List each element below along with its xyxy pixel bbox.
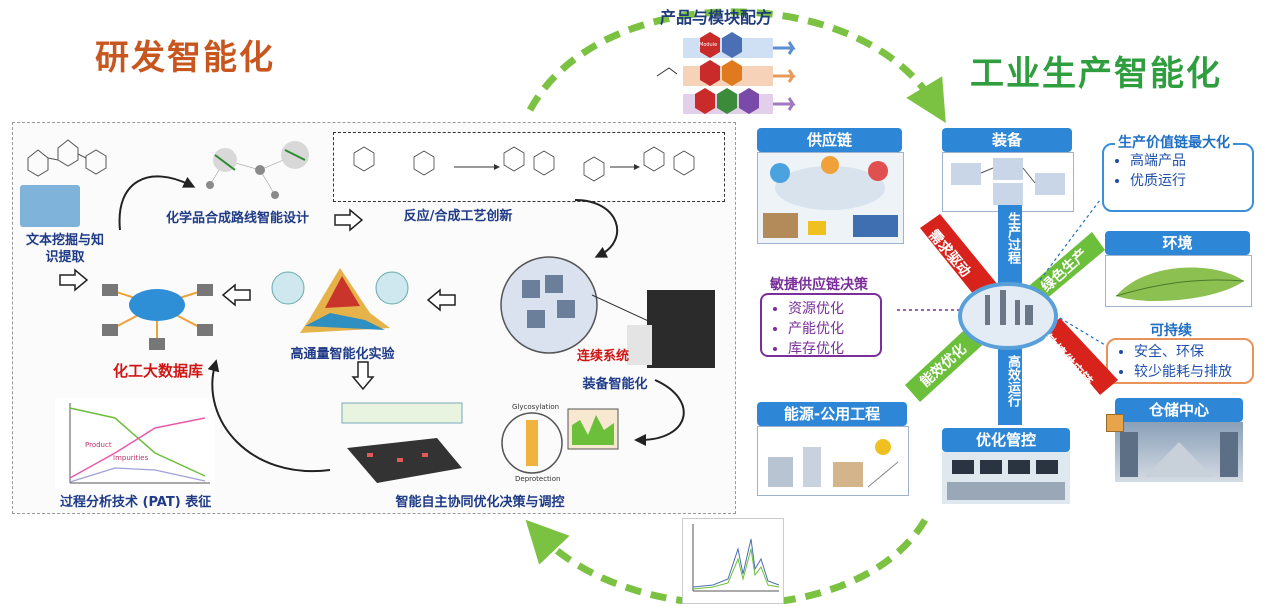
pat-chart-image: Product Impurities [55, 398, 215, 490]
bottom-cycle-arrow [525, 518, 929, 604]
spoke-process [998, 205, 1022, 285]
rd-title: 研发智能化 [95, 38, 275, 78]
control-room-image [942, 452, 1070, 504]
control-header: 优化管控 [942, 428, 1070, 452]
environment-header: 环境 [1105, 231, 1250, 255]
spoke-green [1030, 232, 1105, 300]
industry-title: 工业生产智能化 [970, 54, 1222, 94]
route-network-image [195, 130, 330, 205]
spoke-efficient [998, 345, 1022, 425]
product-module-label: 产品与模块配方 [660, 8, 773, 27]
equipment-image [942, 152, 1074, 212]
spectrum-chart-image [682, 518, 784, 604]
reaction-scheme-image [333, 132, 725, 202]
agile-box: 资源优化 产能优化 库存优化 [760, 293, 882, 357]
surface-plot-image [270, 258, 410, 338]
equipment-header: 装备 [942, 128, 1072, 152]
rd-flow-arrows [59, 175, 685, 473]
text-mining-caption: 文本挖掘与知识提取 [25, 233, 104, 265]
high-throughput-caption: 高通量智能化实验 [290, 347, 395, 362]
sustainable-list: 安全、环保 较少能耗与排放 [1108, 342, 1252, 382]
energy-header: 能源-公用工程 [757, 402, 907, 426]
spoke-energy [905, 320, 990, 402]
sustainable-item: 较少能耗与排放 [1134, 362, 1252, 382]
glycosylation-image: Glycosylation Deprotection [470, 395, 620, 485]
agile-title: 敏捷供应链决策 [770, 277, 868, 293]
reaction-innovation-caption: 反应/合成工艺创新 [403, 209, 513, 224]
autonomous-caption: 智能自主协同优化决策与调控 [395, 495, 565, 510]
pat-caption: 过程分析技术 (PAT) 表征 [60, 495, 212, 510]
environment-leaf-image [1105, 255, 1252, 307]
supply-chain-header: 供应链 [757, 128, 902, 152]
continuous-system-image [497, 255, 719, 370]
module-formula-image: Module [655, 30, 796, 125]
spoke-efficient-label: 高效运行 [1005, 355, 1020, 407]
warehouse-image [1115, 422, 1243, 482]
database-image [95, 270, 220, 352]
module-tag: Module [699, 42, 718, 48]
agile-item: 资源优化 [788, 299, 880, 319]
sustainable-item: 安全、环保 [1134, 342, 1252, 362]
value-chain-title: 生产价值链最大化 [1115, 132, 1233, 152]
autonomous-flow-image [337, 398, 467, 490]
sustainable-box: 安全、环保 较少能耗与排放 [1106, 338, 1254, 384]
warehouse-header: 仓储中心 [1115, 398, 1243, 422]
value-chain-box: 高端产品 优质运行 [1102, 143, 1254, 212]
pat-product-label: Product [85, 441, 112, 449]
value-chain-item: 优质运行 [1130, 171, 1252, 191]
big-database-caption: 化工大数据库 [112, 362, 203, 380]
spoke-process-label: 生产过程 [1005, 212, 1020, 264]
continuous-system-label: 连续系统 [577, 349, 630, 364]
agile-item: 产能优化 [788, 319, 880, 339]
spoke-agile [1045, 318, 1118, 395]
spoke-demand [920, 214, 998, 300]
glycosylation-label: Glycosylation [512, 403, 560, 411]
value-chain-list: 高端产品 优质运行 [1104, 151, 1252, 191]
top-cycle-arrow [526, 8, 946, 123]
molecule-image [18, 128, 118, 188]
energy-image [757, 426, 909, 496]
deprotection-label: Deprotection [515, 475, 561, 483]
equipment-intelligence-caption: 装备智能化 [582, 377, 648, 392]
agile-item: 库存优化 [788, 339, 880, 359]
supply-chain-image [757, 152, 904, 244]
text-mining-image [20, 185, 80, 227]
route-design-caption: 化学品合成路线智能设计 [165, 211, 309, 226]
sustainable-title: 可持续 [1150, 323, 1192, 339]
agile-list: 资源优化 产能优化 库存优化 [762, 299, 880, 359]
warehouse-box-icon [1106, 414, 1124, 432]
pat-impurities-label: Impurities [113, 454, 149, 462]
value-chain-item: 高端产品 [1130, 151, 1252, 171]
